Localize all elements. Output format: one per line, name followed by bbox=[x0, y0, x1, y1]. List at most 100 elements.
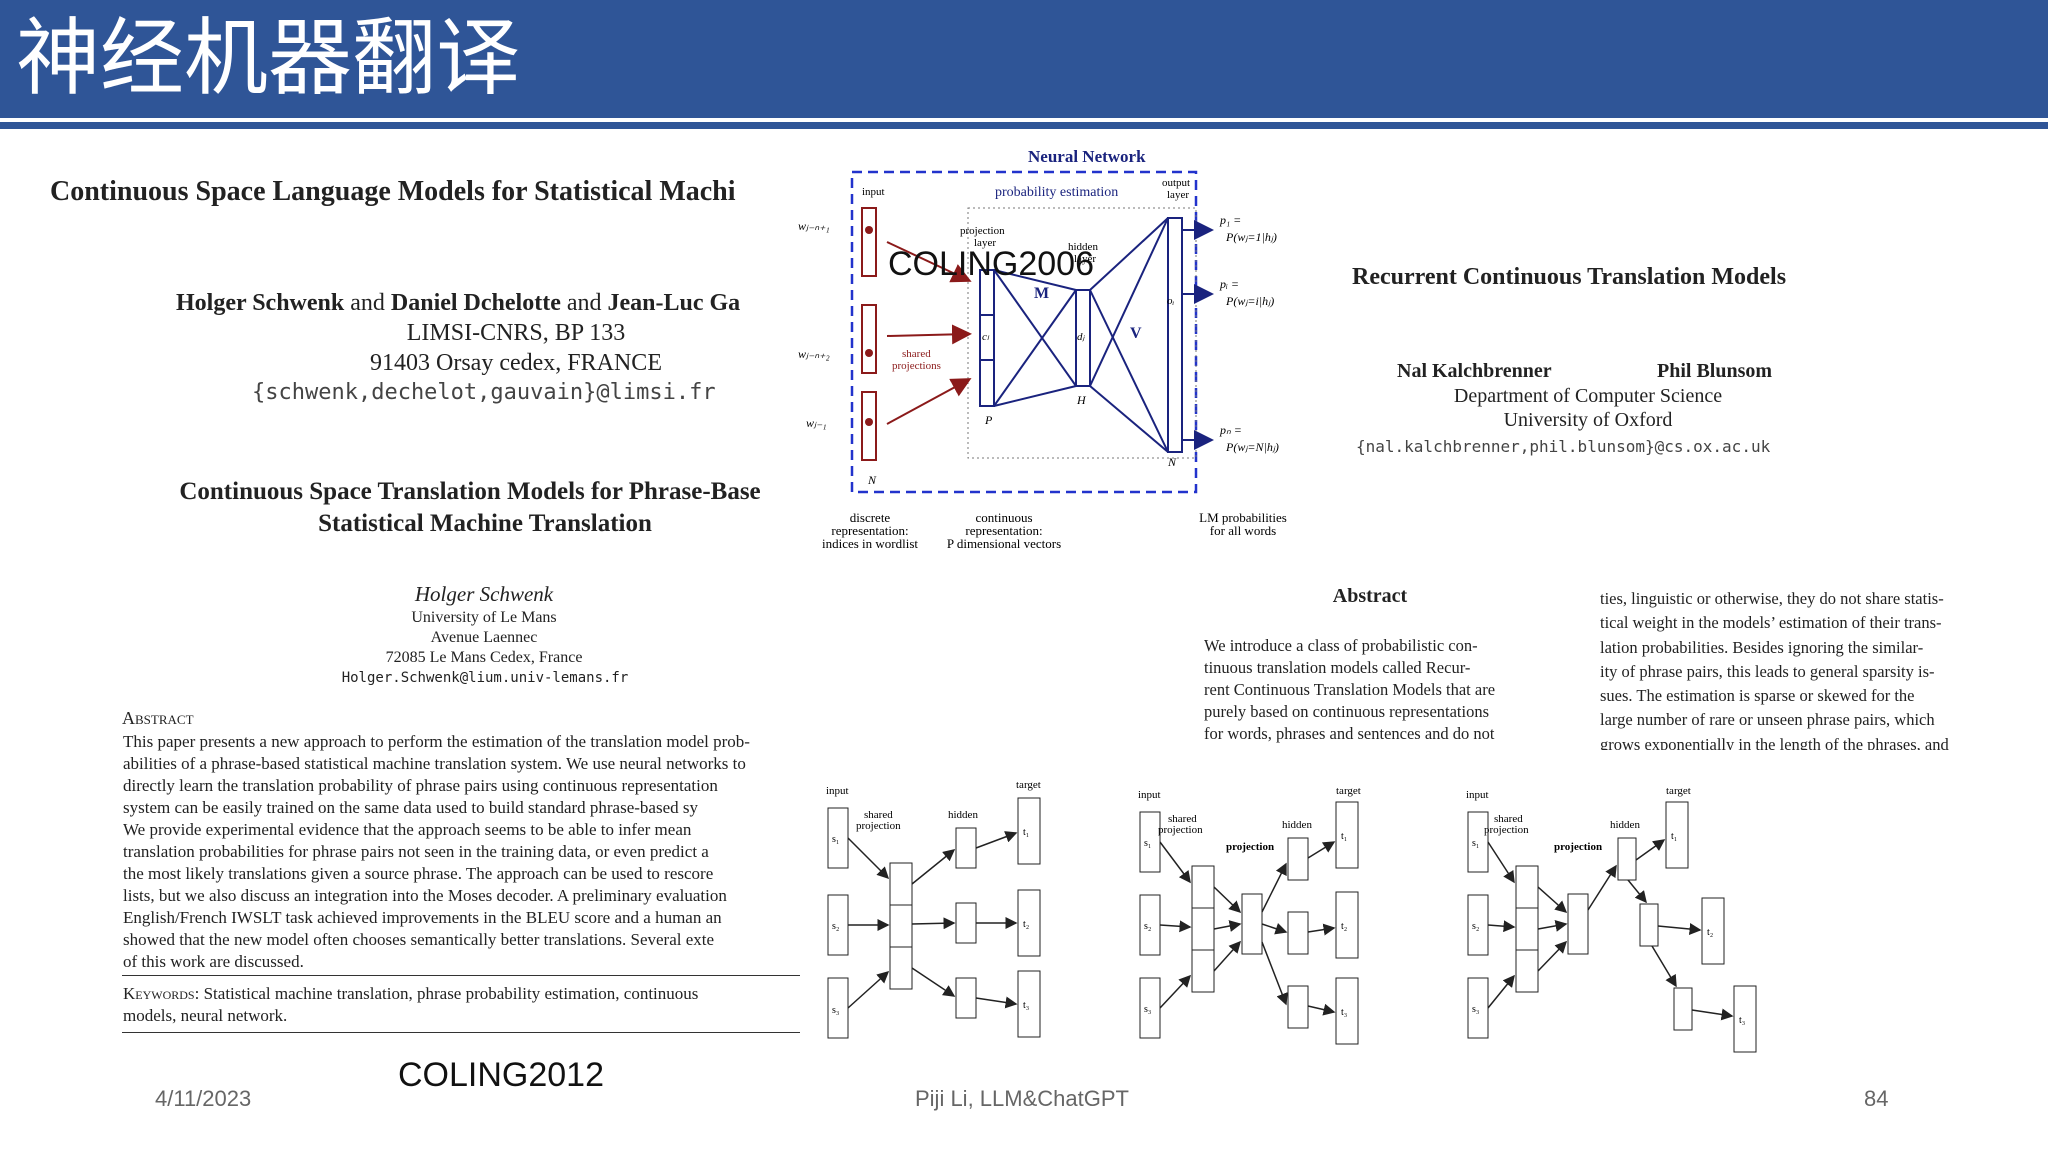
nn-shared-label-2: projections bbox=[892, 360, 941, 372]
mini2-s1: s₁ bbox=[1144, 838, 1151, 849]
nn-cap-discrete-1: discrete bbox=[850, 510, 891, 525]
mini2-t1: t₁ bbox=[1341, 831, 1347, 842]
nn-cl-label: cₗ bbox=[982, 331, 990, 343]
mini1-t1: t₁ bbox=[1023, 827, 1029, 838]
nn-M-label: M bbox=[1034, 285, 1049, 302]
coling2006-label: COLING2006 bbox=[888, 245, 1094, 283]
nn-arrow-red-3 bbox=[886, 378, 972, 425]
mini2-hidden-label: hidden bbox=[1282, 819, 1312, 831]
nn-oi-label: oᵢ bbox=[1167, 295, 1175, 307]
nn-pN-b: P(wⱼ=N|hⱼ) bbox=[1225, 440, 1279, 454]
paper2-affil-1: University of Le Mans bbox=[411, 609, 557, 626]
abstract-line: tical weight in the models’ estimation o… bbox=[1600, 613, 1942, 633]
mini3-s1: s₁ bbox=[1472, 838, 1479, 849]
paper3-email: {nal.kalchbrenner,phil.blunsom}@cs.ox.ac… bbox=[1356, 437, 1771, 456]
nn-output-label-1: output bbox=[1162, 177, 1190, 189]
mini3-projection-label: projection bbox=[1554, 841, 1602, 853]
mini1-input-label: input bbox=[826, 785, 849, 797]
nn-output-label-2: layer bbox=[1167, 189, 1189, 201]
mini3-shared-2: projection bbox=[1484, 824, 1529, 836]
nn-arrow-red-2 bbox=[886, 324, 972, 345]
nn-hidden-label-1: hidden bbox=[1068, 241, 1098, 253]
abstract-line: This paper presents a new approach to pe… bbox=[123, 732, 750, 751]
paper3-author-1: Nal Kalchbrenner bbox=[1397, 360, 1552, 382]
nn-output-box bbox=[1167, 217, 1183, 453]
nn-projection-label-1: projection bbox=[960, 225, 1005, 237]
nn-input-N: N bbox=[867, 473, 877, 487]
abstract-line: for words, phrases and sentences and do … bbox=[1204, 724, 1495, 743]
abstract-line: of this work are discussed. bbox=[123, 952, 304, 971]
abstract-line: English/French IWSLT task achieved impro… bbox=[123, 908, 722, 927]
nn-cap-cont-3: P dimensional vectors bbox=[947, 536, 1061, 551]
keywords-rule-bottom bbox=[122, 1032, 800, 1033]
mini1-s2: s₂ bbox=[832, 921, 839, 932]
nn-p1-a: p₁ = bbox=[1219, 213, 1241, 227]
mini2-input-label: input bbox=[1138, 789, 1161, 801]
paper3-abstract-left: We introduce a class of probabilistic co… bbox=[1204, 635, 1536, 750]
title-divider-white bbox=[0, 118, 2048, 121]
paper2-affil-3: 72085 Le Mans Cedex, France bbox=[385, 649, 583, 666]
mini2-target-label: target bbox=[1336, 785, 1361, 797]
nn-pi-b: P(wⱼ=i|hⱼ) bbox=[1225, 294, 1274, 308]
mini3-shared-1: shared bbox=[1494, 813, 1523, 825]
nn-dj-label: dⱼ bbox=[1077, 331, 1086, 343]
keywords-line1: Statistical machine translation, phrase … bbox=[203, 984, 699, 1003]
abstract-line: sues. The estimation is sparse or skewed… bbox=[1600, 686, 1915, 706]
nn-P-label: P bbox=[984, 413, 993, 427]
paper1-affil-2: 91403 Orsay cedex, FRANCE bbox=[370, 350, 662, 376]
abstract-line: abilities of a phrase-based statistical … bbox=[123, 754, 746, 773]
nn-hidden-label-2: layer bbox=[1074, 253, 1096, 265]
nn-prob-est-label: probability estimation bbox=[995, 185, 1118, 200]
nn-input-label: input bbox=[862, 186, 885, 198]
keywords-line2: models, neural network. bbox=[123, 1006, 288, 1025]
mini3-t2: t₂ bbox=[1707, 927, 1713, 938]
mini1-s1: s₁ bbox=[832, 834, 839, 845]
mini3-t3: t₃ bbox=[1739, 1015, 1745, 1026]
nn-H-label: H bbox=[1076, 393, 1087, 407]
nn-V-label: V bbox=[1130, 325, 1142, 342]
mini1-hidden-label: hidden bbox=[948, 809, 978, 821]
nn-input-box-3 bbox=[861, 391, 877, 461]
mini2-t3: t₃ bbox=[1341, 1007, 1347, 1018]
paper1-email: {schwenk,dechelot,gauvain}@limsi.fr bbox=[252, 380, 716, 405]
paper1-author-a: Holger Schwenk bbox=[176, 290, 345, 316]
nn-arrow-red-1 bbox=[886, 241, 972, 283]
nn-input-dot-1 bbox=[865, 226, 873, 234]
nn-cap-cont-1: continuous bbox=[975, 510, 1032, 525]
nn-input-word-1: wⱼ₋ₙ₊₁ bbox=[798, 219, 830, 233]
abstract-line: lists, but we also discuss an integratio… bbox=[123, 886, 727, 905]
coling2012-label: COLING2012 bbox=[398, 1056, 604, 1094]
nn-hidden-box bbox=[1075, 289, 1091, 387]
nn-p1-b: P(wⱼ=1|hⱼ) bbox=[1225, 230, 1277, 244]
paper2-abstract-body: This paper presents a new approach to pe… bbox=[123, 731, 848, 973]
abstract-line: showed that the new model often chooses … bbox=[123, 930, 715, 949]
nn-title: Neural Network bbox=[1028, 147, 1146, 166]
mini1-shared-1: shared bbox=[864, 809, 893, 821]
mini2-s3: s₃ bbox=[1144, 1004, 1151, 1015]
paper1-author-c: Jean-Luc Ga bbox=[607, 290, 741, 316]
paper3-abstract-heading: Abstract bbox=[1332, 585, 1408, 607]
paper2-author: Holger Schwenk bbox=[414, 582, 554, 606]
abstract-line: system can be easily trained on the same… bbox=[123, 798, 698, 817]
mini2-s2: s₂ bbox=[1144, 921, 1151, 932]
abstract-line: directly learn the translation probabili… bbox=[123, 776, 718, 795]
nn-input-dot-2 bbox=[865, 349, 873, 357]
paper1-and-2: and bbox=[566, 290, 602, 316]
abstract-line: We provide experimental evidence that th… bbox=[123, 820, 692, 839]
mini1-shared-2: projection bbox=[856, 820, 901, 832]
mini2-shared-2: projection bbox=[1158, 824, 1203, 836]
footer-date: 4/11/2023 bbox=[155, 1086, 252, 1111]
mini3-s2: s₂ bbox=[1472, 921, 1479, 932]
paper2-title-line2: Statistical Machine Translation bbox=[318, 510, 652, 537]
nn-input-dot-3 bbox=[865, 418, 873, 426]
mini1-s3: s₃ bbox=[832, 1005, 839, 1016]
nn-input-box-2 bbox=[861, 304, 877, 374]
mini-diagram-2: input target shared projection hidden pr… bbox=[1138, 785, 1361, 1045]
abstract-line: purely based on continuous representatio… bbox=[1204, 702, 1490, 721]
nn-cap-discrete-3: indices in wordlist bbox=[822, 536, 918, 551]
footer-author: Piji Li, LLM&ChatGPT bbox=[915, 1086, 1129, 1111]
nn-input-word-2: wⱼ₋ₙ₊₂ bbox=[798, 347, 830, 361]
abstract-line: lation probabilities. Besides ignoring t… bbox=[1600, 637, 1924, 657]
abstract-line: rent Continuous Translation Models that … bbox=[1204, 680, 1496, 699]
title-bar: 神经机器翻译 bbox=[0, 0, 2048, 118]
